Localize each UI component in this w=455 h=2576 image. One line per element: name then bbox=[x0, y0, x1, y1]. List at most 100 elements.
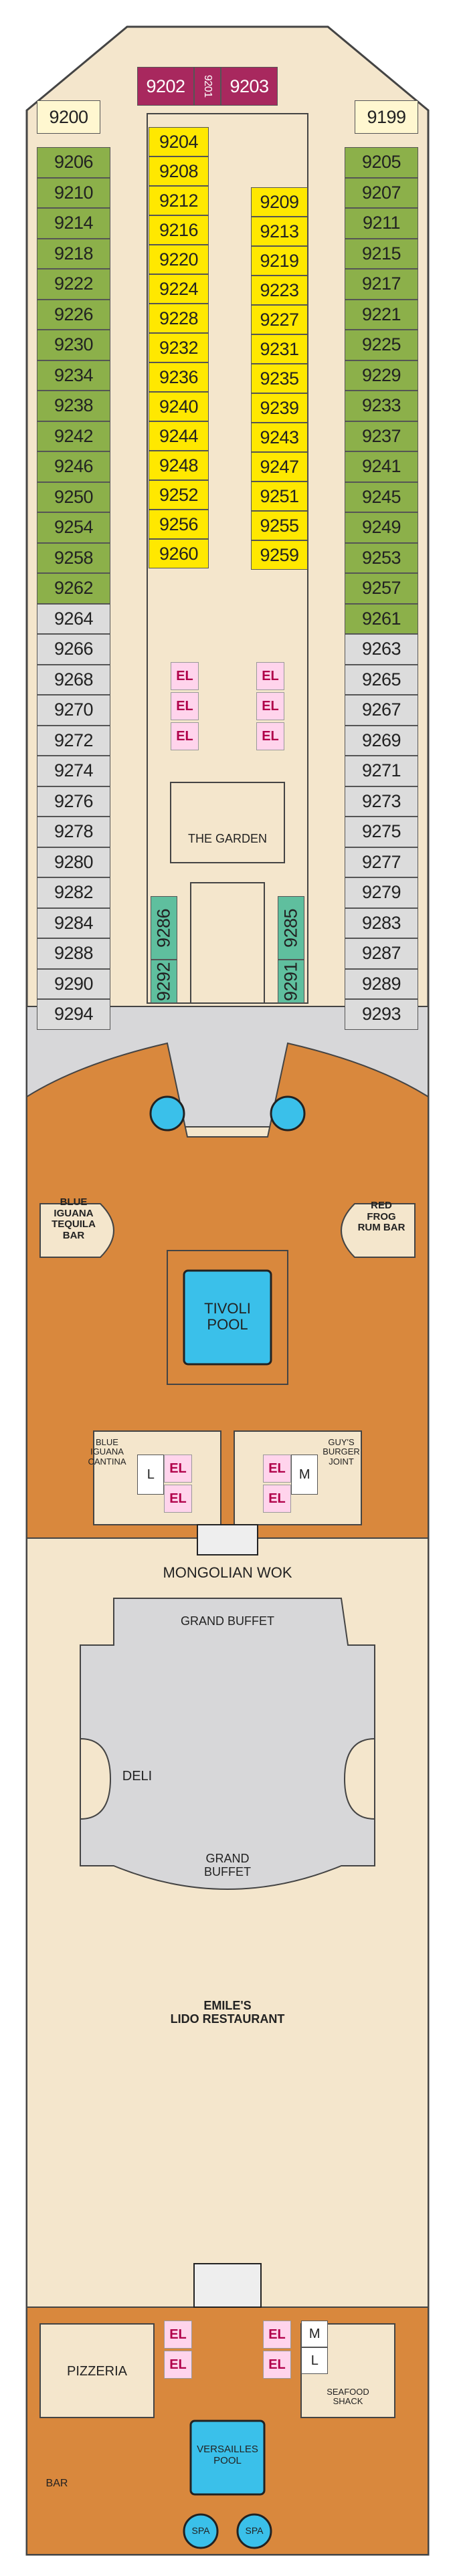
cabin-9207[interactable]: 9207 bbox=[345, 177, 418, 208]
cabin-9272[interactable]: 9272 bbox=[37, 725, 110, 756]
cabin-9224[interactable]: 9224 bbox=[149, 274, 209, 304]
cabin-9247[interactable]: 9247 bbox=[251, 452, 308, 481]
cabin-9217[interactable]: 9217 bbox=[345, 269, 418, 300]
cabin-9239[interactable]: 9239 bbox=[251, 393, 308, 423]
cabin-9235[interactable]: 9235 bbox=[251, 364, 308, 393]
versailles-pool-label: VERSAILLES POOL bbox=[197, 2444, 258, 2466]
cabin-9277[interactable]: 9277 bbox=[345, 847, 418, 877]
cabin-9206[interactable]: 9206 bbox=[37, 147, 110, 178]
cabin-9231[interactable]: 9231 bbox=[251, 334, 308, 364]
cabin-9257[interactable]: 9257 bbox=[345, 573, 418, 604]
cabin-9282[interactable]: 9282 bbox=[37, 877, 110, 908]
cabin-9223[interactable]: 9223 bbox=[251, 276, 308, 305]
cabin-9201[interactable]: 9201 bbox=[194, 67, 221, 106]
cabin-9202[interactable]: 9202 bbox=[137, 67, 194, 106]
cabin-9270[interactable]: 9270 bbox=[37, 695, 110, 726]
the-garden-label: THE GARDEN bbox=[187, 832, 267, 845]
cabin-9220[interactable]: 9220 bbox=[149, 245, 209, 274]
cabin-9221[interactable]: 9221 bbox=[345, 299, 418, 330]
cabin-9211[interactable]: 9211 bbox=[345, 208, 418, 239]
cabin-9285[interactable]: 9285 bbox=[278, 896, 304, 960]
cabin-9216[interactable]: 9216 bbox=[149, 215, 209, 245]
cabin-9273[interactable]: 9273 bbox=[345, 786, 418, 817]
cabin-9219[interactable]: 9219 bbox=[251, 246, 308, 276]
cabin-9258[interactable]: 9258 bbox=[37, 542, 110, 573]
cabin-9236[interactable]: 9236 bbox=[149, 362, 209, 392]
cabin-9203[interactable]: 9203 bbox=[221, 67, 278, 106]
cabin-9237[interactable]: 9237 bbox=[345, 421, 418, 451]
cabin-9205[interactable]: 9205 bbox=[345, 147, 418, 178]
cabin-9199[interactable]: 9199 bbox=[355, 100, 418, 134]
spa-tub-right bbox=[236, 2513, 272, 2549]
cabin-9275[interactable]: 9275 bbox=[345, 817, 418, 847]
cabin-9291[interactable]: 9291 bbox=[278, 960, 304, 1003]
cabin-9243[interactable]: 9243 bbox=[251, 423, 308, 452]
cabin-9204[interactable]: 9204 bbox=[149, 127, 209, 156]
cabin-9256[interactable]: 9256 bbox=[149, 510, 209, 539]
cabin-9226[interactable]: 9226 bbox=[37, 299, 110, 330]
cabin-9254[interactable]: 9254 bbox=[37, 512, 110, 543]
cabin-9249[interactable]: 9249 bbox=[345, 512, 418, 543]
cabin-9251[interactable]: 9251 bbox=[251, 481, 308, 511]
elevator: EL bbox=[164, 2321, 192, 2349]
cabin-9267[interactable]: 9267 bbox=[345, 695, 418, 726]
cabin-9266[interactable]: 9266 bbox=[37, 634, 110, 665]
cabin-9269[interactable]: 9269 bbox=[345, 725, 418, 756]
cabin-9271[interactable]: 9271 bbox=[345, 756, 418, 786]
cabin-9229[interactable]: 9229 bbox=[345, 360, 418, 391]
cabin-9246[interactable]: 9246 bbox=[37, 451, 110, 482]
cabin-9268[interactable]: 9268 bbox=[37, 664, 110, 695]
cabin-9284[interactable]: 9284 bbox=[37, 907, 110, 938]
cabin-9238[interactable]: 9238 bbox=[37, 391, 110, 421]
cabin-9244[interactable]: 9244 bbox=[149, 421, 209, 451]
cabin-9286[interactable]: 9286 bbox=[151, 896, 177, 960]
cabin-9214[interactable]: 9214 bbox=[37, 208, 110, 239]
cabin-9253[interactable]: 9253 bbox=[345, 542, 418, 573]
cabin-9287[interactable]: 9287 bbox=[345, 938, 418, 969]
cabin-9240[interactable]: 9240 bbox=[149, 392, 209, 421]
cabin-9290[interactable]: 9290 bbox=[37, 968, 110, 999]
cabin-9278[interactable]: 9278 bbox=[37, 817, 110, 847]
cabin-9276[interactable]: 9276 bbox=[37, 786, 110, 817]
cabin-9283[interactable]: 9283 bbox=[345, 907, 418, 938]
cabin-9233[interactable]: 9233 bbox=[345, 391, 418, 421]
cabin-9289[interactable]: 9289 bbox=[345, 968, 418, 999]
cabin-9225[interactable]: 9225 bbox=[345, 330, 418, 360]
cabin-9288[interactable]: 9288 bbox=[37, 938, 110, 969]
cabin-9234[interactable]: 9234 bbox=[37, 360, 110, 391]
cabin-9261[interactable]: 9261 bbox=[345, 603, 418, 634]
cabin-9222[interactable]: 9222 bbox=[37, 269, 110, 300]
cabin-9255[interactable]: 9255 bbox=[251, 511, 308, 540]
cabin-9209[interactable]: 9209 bbox=[251, 187, 308, 217]
cabin-9280[interactable]: 9280 bbox=[37, 847, 110, 877]
cabin-9274[interactable]: 9274 bbox=[37, 756, 110, 786]
cabin-9213[interactable]: 9213 bbox=[251, 217, 308, 246]
cabin-9210[interactable]: 9210 bbox=[37, 177, 110, 208]
cabin-9200[interactable]: 9200 bbox=[37, 100, 100, 134]
cabin-9263[interactable]: 9263 bbox=[345, 634, 418, 665]
cabin-9264[interactable]: 9264 bbox=[37, 603, 110, 634]
cabin-9294[interactable]: 9294 bbox=[37, 999, 110, 1030]
tivoli-pool-shape bbox=[183, 1269, 272, 1366]
cabin-9227[interactable]: 9227 bbox=[251, 305, 308, 334]
cabin-9208[interactable]: 9208 bbox=[149, 156, 209, 186]
cabin-9252[interactable]: 9252 bbox=[149, 480, 209, 510]
cabin-9218[interactable]: 9218 bbox=[37, 238, 110, 269]
cabin-9245[interactable]: 9245 bbox=[345, 481, 418, 512]
cabin-9212[interactable]: 9212 bbox=[149, 186, 209, 215]
cabin-9242[interactable]: 9242 bbox=[37, 421, 110, 451]
cabin-9259[interactable]: 9259 bbox=[251, 540, 308, 570]
cabin-9230[interactable]: 9230 bbox=[37, 330, 110, 360]
cabin-9241[interactable]: 9241 bbox=[345, 451, 418, 482]
cabin-9262[interactable]: 9262 bbox=[37, 573, 110, 604]
cabin-9260[interactable]: 9260 bbox=[149, 539, 209, 568]
cabin-9248[interactable]: 9248 bbox=[149, 451, 209, 480]
cabin-9232[interactable]: 9232 bbox=[149, 333, 209, 362]
cabin-9215[interactable]: 9215 bbox=[345, 238, 418, 269]
cabin-9265[interactable]: 9265 bbox=[345, 664, 418, 695]
cabin-9250[interactable]: 9250 bbox=[37, 481, 110, 512]
cabin-9293[interactable]: 9293 bbox=[345, 999, 418, 1030]
cabin-9292[interactable]: 9292 bbox=[151, 960, 177, 1003]
cabin-9279[interactable]: 9279 bbox=[345, 877, 418, 908]
cabin-9228[interactable]: 9228 bbox=[149, 304, 209, 333]
